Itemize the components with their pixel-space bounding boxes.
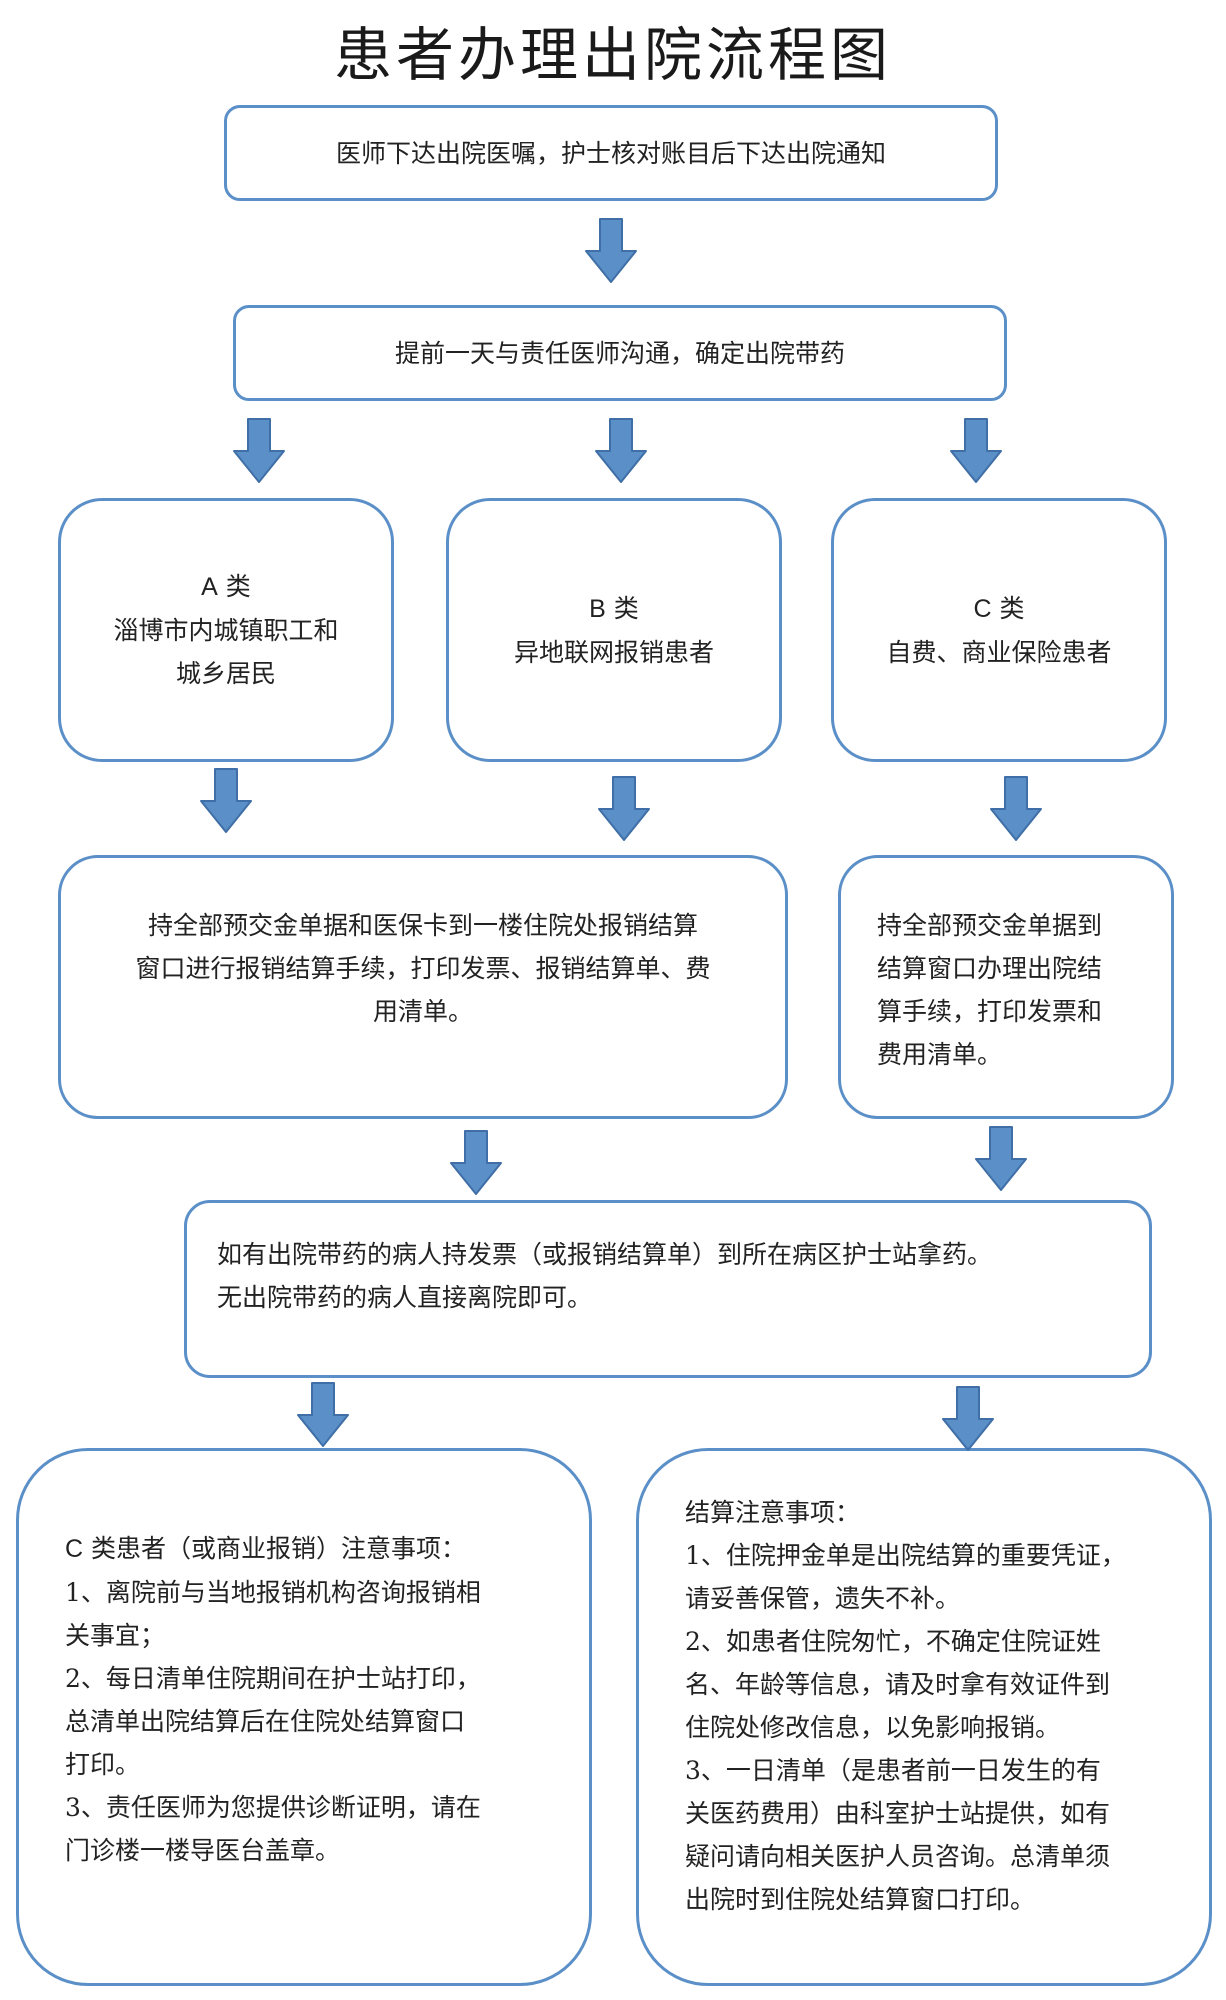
settlement-c-line: 持全部预交金单据到: [877, 911, 1103, 940]
notes-c-line: 打印。: [65, 1750, 141, 1779]
category-a-box: A 类 淄博市内城镇职工和 城乡居民: [58, 498, 394, 762]
category-a-line: 城乡居民: [175, 659, 276, 688]
notes-c-heading: C 类患者（或商业报销）注意事项：: [65, 1527, 589, 1571]
notes-c-box: C 类患者（或商业报销）注意事项： 1、离院前与当地报销机构咨询报销相 关事宜；…: [16, 1448, 592, 1986]
step-medicine-confirm-text: 提前一天与责任医师沟通，确定出院带药: [394, 338, 845, 368]
step-discharge-order-text: 医师下达出院医嘱，护士核对账目后下达出院通知: [335, 138, 886, 168]
step-medicine-confirm: 提前一天与责任医师沟通，确定出院带药: [233, 305, 1007, 401]
notes-c-heading-code: C: [65, 1535, 84, 1563]
settlement-c-line: 费用清单。: [877, 1040, 1003, 1069]
settlement-ab-box: 持全部预交金单据和医保卡到一楼住院处报销结算 窗口进行报销结算手续，打印发票、报…: [58, 855, 788, 1119]
notes-c-line: 总清单出院结算后在住院处结算窗口: [65, 1707, 466, 1736]
settlement-ab-line: 用清单。: [372, 997, 473, 1026]
settlement-c-box: 持全部预交金单据到 结算窗口办理出院结 算手续，打印发票和 费用清单。: [838, 855, 1174, 1119]
arrow-down-icon: [949, 418, 1003, 484]
settlement-c-line: 结算窗口办理出院结: [877, 954, 1103, 983]
notes-c-heading-text: 类患者（或商业报销）注意事项：: [83, 1534, 467, 1563]
category-c-suffix: 类: [991, 593, 1025, 623]
notes-settlement-line: 1、住院押金单是出院结算的重要凭证，: [685, 1541, 1126, 1570]
notes-settlement-line: 名、年龄等信息，请及时拿有效证件到: [685, 1670, 1111, 1699]
notes-settlement-line: 出院时到住院处结算窗口打印。: [685, 1885, 1036, 1914]
arrow-down-icon: [296, 1382, 350, 1448]
notes-settlement-line: 3、一日清单（是患者前一日发生的有: [685, 1756, 1101, 1785]
notes-c-line: 2、每日清单住院期间在护士站打印，: [65, 1664, 481, 1693]
medicine-pickup-line: 无出院带药的病人直接离院即可。: [217, 1283, 593, 1312]
notes-settlement-line: 请妥善保管，遗失不补。: [685, 1584, 961, 1613]
arrow-down-icon: [199, 768, 253, 834]
category-a-line: 淄博市内城镇职工和: [113, 616, 339, 645]
notes-c-line: 关事宜；: [65, 1621, 166, 1650]
arrow-down-icon: [232, 418, 286, 484]
arrow-down-icon: [974, 1126, 1028, 1192]
notes-settlement-heading: 结算注意事项：: [685, 1498, 861, 1527]
category-b-box: B 类 异地联网报销患者: [446, 498, 782, 762]
settlement-ab-line: 持全部预交金单据和医保卡到一楼住院处报销结算: [147, 911, 698, 940]
medicine-pickup-box: 如有出院带药的病人持发票（或报销结算单）到所在病区护士站拿药。 无出院带药的病人…: [184, 1200, 1152, 1378]
notes-settlement-line: 疑问请向相关医护人员咨询。总清单须: [685, 1842, 1111, 1871]
category-b-line: 异地联网报销患者: [513, 637, 714, 667]
category-a-suffix: 类: [217, 572, 251, 601]
step-discharge-order: 医师下达出院医嘱，护士核对账目后下达出院通知: [224, 105, 998, 201]
arrow-down-icon: [989, 776, 1043, 842]
arrow-down-icon: [597, 776, 651, 842]
notes-c-line: 门诊楼一楼导医台盖章。: [65, 1836, 341, 1865]
medicine-pickup-line: 如有出院带药的病人持发票（或报销结算单）到所在病区护士站拿药。: [217, 1240, 993, 1269]
notes-settlement-box: 结算注意事项： 1、住院押金单是出院结算的重要凭证， 请妥善保管，遗失不补。 2…: [636, 1448, 1212, 1986]
arrow-down-icon: [449, 1130, 503, 1196]
category-a-code: A: [201, 573, 218, 601]
notes-settlement-line: 2、如患者住院匆忙，不确定住院证姓: [685, 1627, 1101, 1656]
arrow-down-icon: [941, 1386, 995, 1452]
notes-settlement-line: 关医药费用）由科室护士站提供，如有: [685, 1799, 1111, 1828]
category-c-line: 自费、商业保险患者: [886, 637, 1112, 667]
settlement-c-line: 算手续，打印发票和: [877, 997, 1103, 1026]
notes-c-line: 1、离院前与当地报销机构咨询报销相: [65, 1578, 481, 1607]
category-b-code: B: [589, 594, 606, 623]
settlement-ab-line: 窗口进行报销结算手续，打印发票、报销结算单、费: [135, 954, 711, 983]
flowchart-title: 患者办理出院流程图: [333, 21, 892, 89]
category-c-box: C 类 自费、商业保险患者: [831, 498, 1167, 762]
category-b-suffix: 类: [605, 593, 639, 623]
arrow-down-icon: [584, 218, 638, 284]
notes-c-line: 3、责任医师为您提供诊断证明，请在: [65, 1793, 481, 1822]
notes-settlement-line: 住院处修改信息，以免影响报销。: [685, 1713, 1061, 1742]
arrow-down-icon: [594, 418, 648, 484]
category-c-code: C: [973, 594, 992, 623]
